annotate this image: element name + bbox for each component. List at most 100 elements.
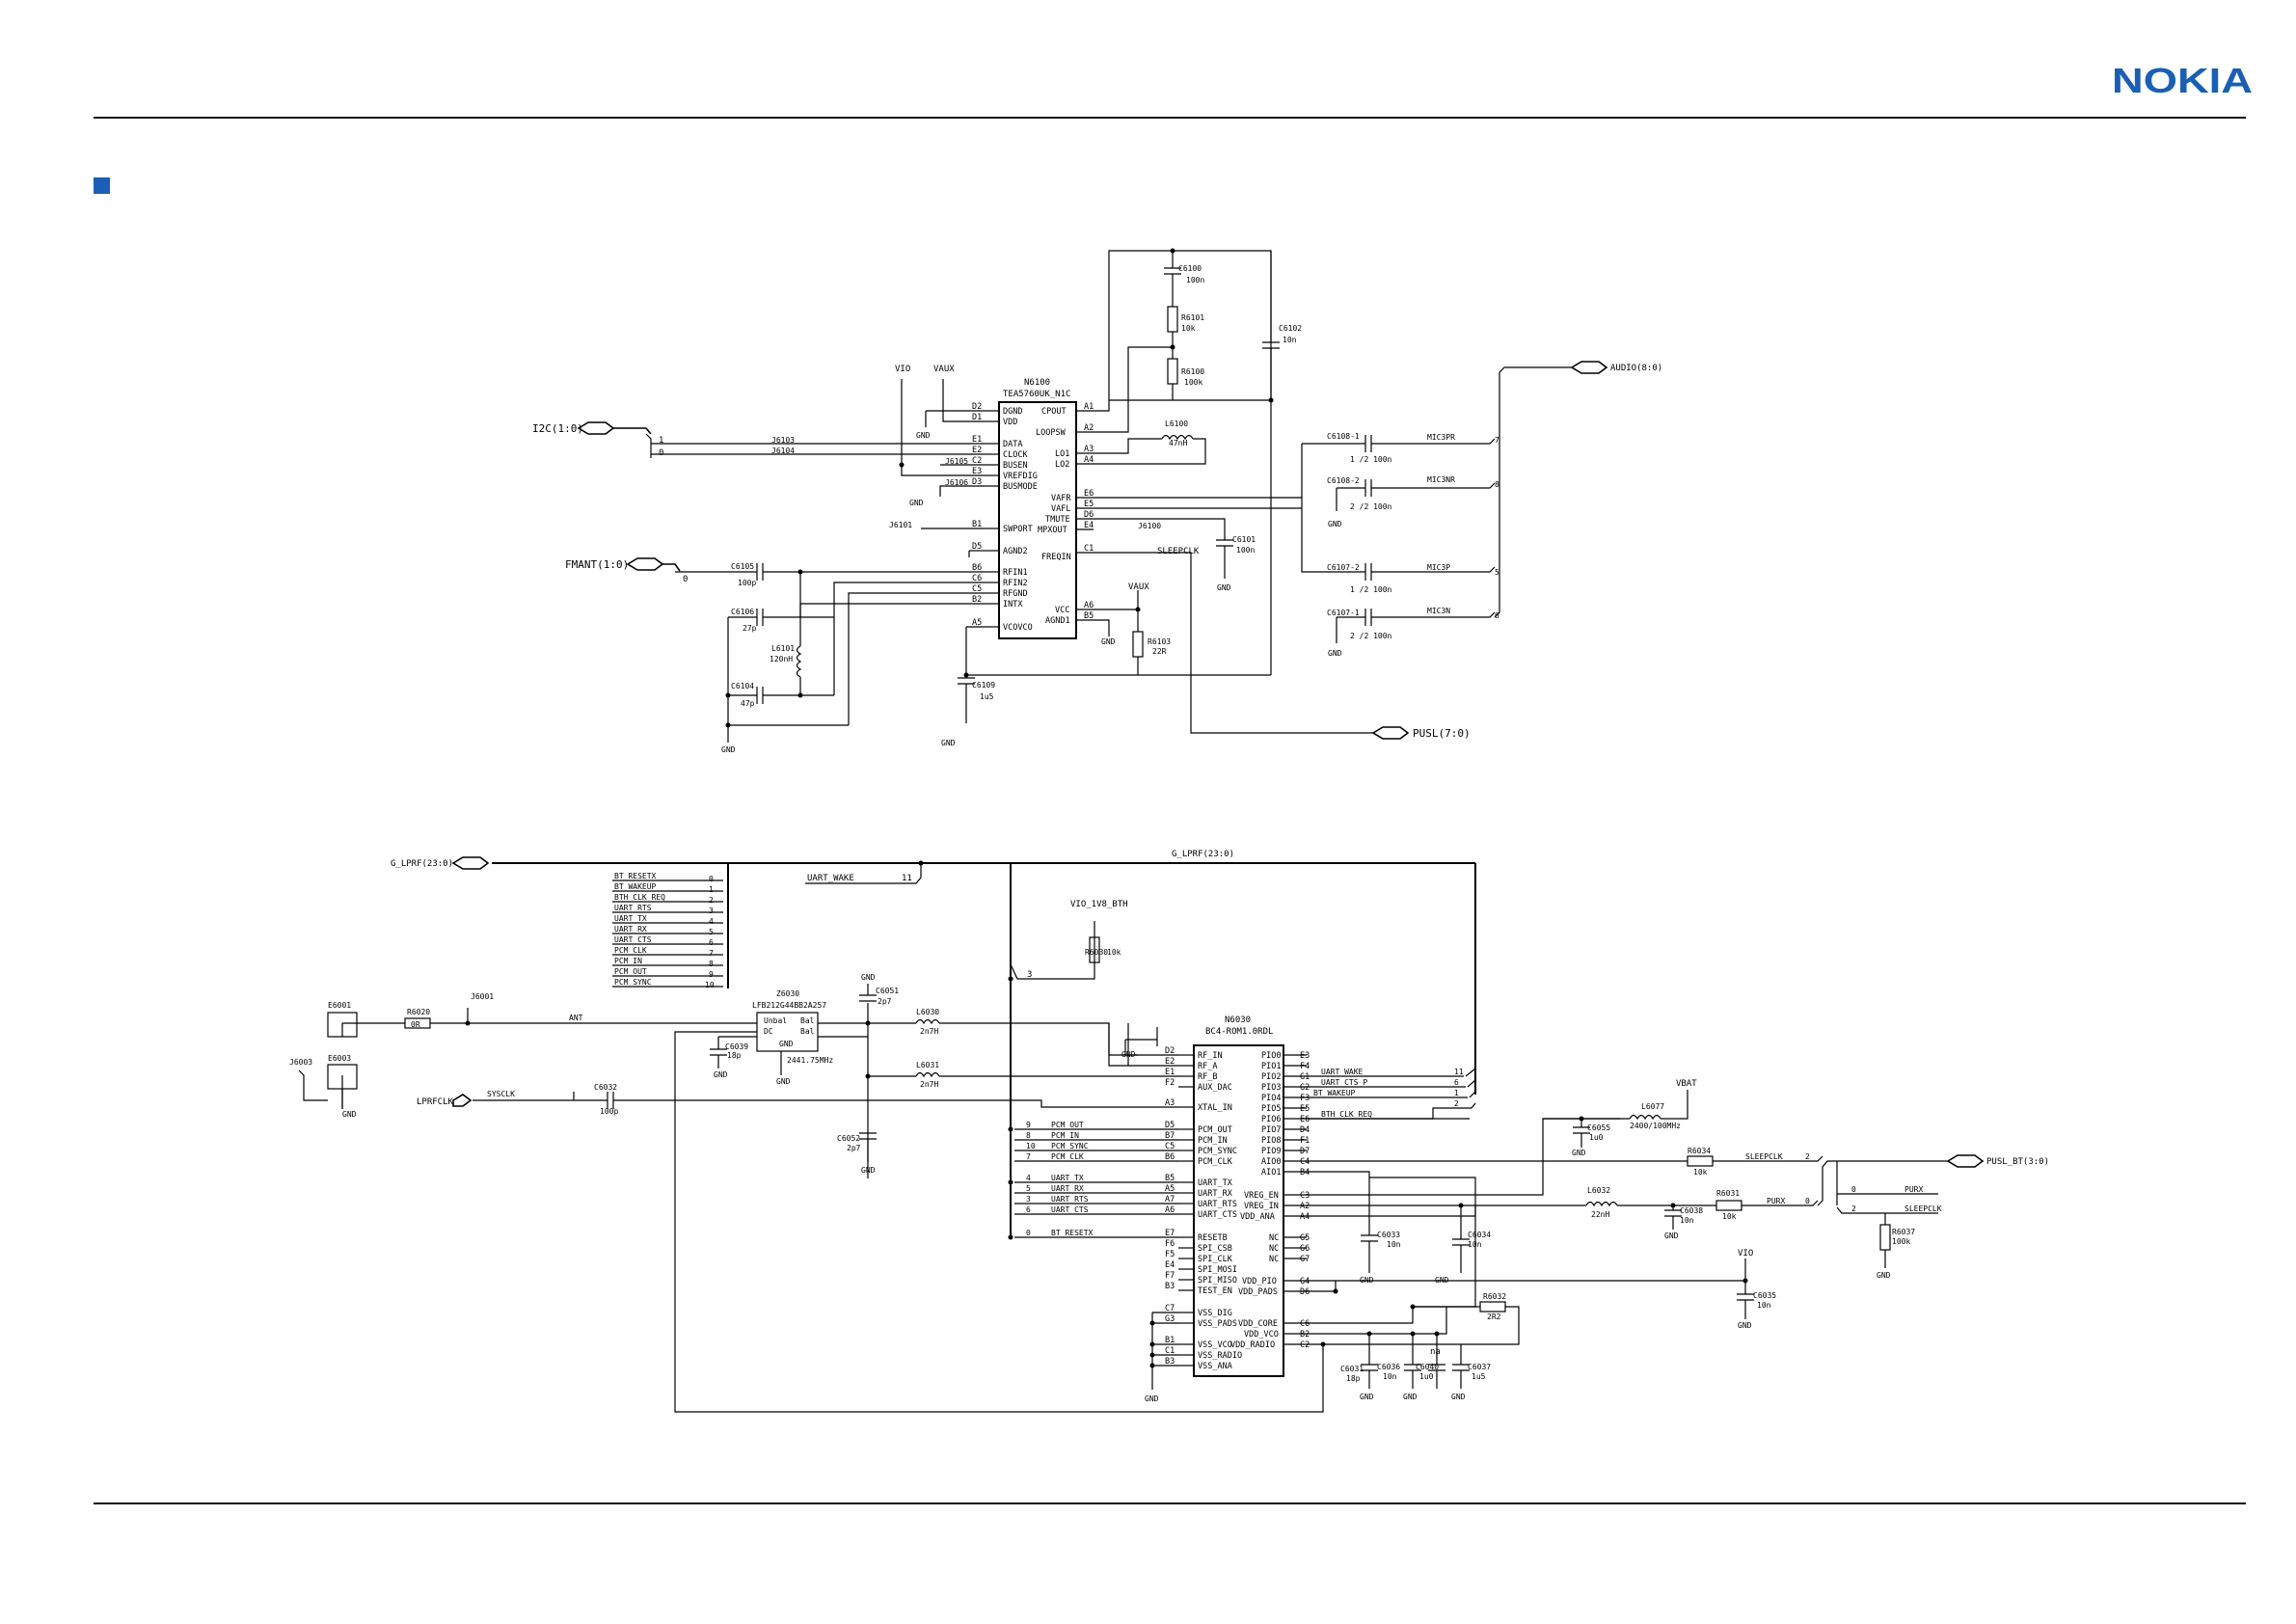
svg-text:PCM_IN: PCM_IN — [614, 957, 642, 965]
svg-text:C6: C6 — [972, 574, 982, 583]
svg-text:VSS_DIG: VSS_DIG — [1198, 1309, 1232, 1318]
svg-text:C6039: C6039 — [725, 1042, 748, 1051]
svg-text:UART_RX: UART_RX — [1198, 1189, 1233, 1199]
svg-text:A6: A6 — [1165, 1205, 1175, 1215]
svg-text:A2: A2 — [1084, 423, 1094, 433]
svg-text:C6032: C6032 — [594, 1083, 617, 1092]
svg-text:SPI_MOSI: SPI_MOSI — [1198, 1265, 1237, 1275]
svg-text:NC: NC — [1269, 1255, 1279, 1264]
svg-text:VDD_VCO: VDD_VCO — [1244, 1330, 1279, 1340]
svg-text:PIO0: PIO0 — [1261, 1051, 1281, 1061]
svg-text:VDD: VDD — [1003, 418, 1017, 427]
svg-text:NC: NC — [1269, 1233, 1279, 1243]
svg-text:D3: D3 — [972, 477, 982, 487]
svg-text:C1: C1 — [1084, 544, 1094, 554]
svg-text:L6031: L6031 — [916, 1061, 939, 1069]
svg-text:2: 2 — [1851, 1204, 1856, 1213]
svg-text:CLOCK: CLOCK — [1003, 450, 1028, 460]
svg-text:10n: 10n — [1468, 1240, 1482, 1249]
svg-text:GND: GND — [721, 745, 736, 754]
bt-left-nets — [298, 921, 1324, 1413]
svg-text:LO1: LO1 — [1055, 449, 1069, 459]
svg-text:MIC3N: MIC3N — [1427, 607, 1450, 615]
svg-text:1u5: 1u5 — [1472, 1372, 1486, 1381]
svg-text:PIO6: PIO6 — [1261, 1115, 1281, 1124]
svg-text:8: 8 — [709, 960, 714, 968]
svg-text:C6109: C6109 — [972, 681, 995, 690]
svg-text:VAFL: VAFL — [1051, 504, 1070, 514]
svg-text:E4: E4 — [1084, 521, 1094, 530]
bt-right-nets — [1307, 1068, 1948, 1389]
svg-text:PURX: PURX — [1767, 1197, 1785, 1205]
svg-text:D5: D5 — [972, 542, 982, 552]
svg-text:UART_RX: UART_RX — [614, 925, 647, 934]
footer-rule — [94, 1502, 2246, 1504]
svg-text:SYSCLK: SYSCLK — [487, 1090, 515, 1098]
svg-text:BTH_CLK_REQ: BTH_CLK_REQ — [1321, 1110, 1372, 1119]
n6030-left-pins — [1178, 1054, 1194, 1367]
svg-text:GND: GND — [714, 1070, 728, 1079]
svg-text:J6106: J6106 — [945, 478, 968, 487]
n6100-ref: N6100 — [1024, 378, 1050, 388]
svg-text:J6105: J6105 — [945, 457, 968, 466]
junction-dots — [465, 248, 1748, 1368]
svg-text:47p: 47p — [741, 699, 755, 708]
svg-text:B2: B2 — [1300, 1330, 1310, 1340]
glprf-port-label: G_LPRF(23:0) — [391, 859, 453, 869]
bt-filter-labels: Z6030 LFB212G44BB2A257 Unbal Bal DC Bal … — [752, 989, 833, 1065]
bt-gnd-labels: GND GND GND GND GND GND GND GND GND GND … — [342, 973, 1891, 1403]
svg-text:PIO1: PIO1 — [1261, 1062, 1281, 1071]
svg-text:2441.75MHz: 2441.75MHz — [787, 1056, 833, 1065]
svg-text:VSS_RADIO: VSS_RADIO — [1198, 1351, 1242, 1361]
svg-text:R6100: R6100 — [1181, 367, 1204, 376]
svg-text:A4: A4 — [1300, 1212, 1310, 1222]
svg-text:ANT: ANT — [569, 1014, 583, 1022]
svg-text:C6107-2: C6107-2 — [1327, 563, 1360, 572]
svg-text:7: 7 — [1026, 1152, 1031, 1161]
svg-text:UART_CTS: UART_CTS — [1198, 1210, 1237, 1220]
svg-text:2R2: 2R2 — [1487, 1313, 1501, 1321]
svg-text:A5: A5 — [972, 618, 982, 628]
svg-text:0R: 0R — [411, 1020, 420, 1029]
svg-text:C2: C2 — [1300, 1340, 1310, 1350]
svg-text:VSS_ANA: VSS_ANA — [1198, 1362, 1232, 1371]
svg-text:RFIN2: RFIN2 — [1003, 579, 1028, 588]
svg-text:E1: E1 — [972, 435, 982, 445]
svg-text:100k: 100k — [1892, 1237, 1910, 1246]
svg-text:AIO0: AIO0 — [1261, 1157, 1281, 1167]
svg-text:100k: 100k — [1184, 378, 1202, 387]
svg-text:F1: F1 — [1300, 1136, 1310, 1146]
svg-text:E6: E6 — [1300, 1115, 1310, 1124]
svg-text:BUSMODE: BUSMODE — [1003, 482, 1038, 492]
svg-text:8: 8 — [1495, 480, 1499, 489]
svg-text:C7: C7 — [1165, 1304, 1175, 1313]
svg-text:UART_RTS: UART_RTS — [1198, 1200, 1237, 1209]
svg-text:G7: G7 — [1300, 1255, 1310, 1264]
audio-port-label: AUDIO(8:0) — [1610, 364, 1662, 373]
svg-text:PCM_CLK: PCM_CLK — [1198, 1157, 1233, 1167]
svg-text:VAFR: VAFR — [1051, 494, 1071, 503]
svg-text:AGND2: AGND2 — [1003, 547, 1028, 556]
svg-text:R6101: R6101 — [1181, 313, 1204, 322]
n6030-ic-body — [1193, 1044, 1284, 1377]
port-flags — [451, 361, 1985, 1168]
svg-text:8: 8 — [1026, 1131, 1031, 1140]
svg-text:C5: C5 — [972, 584, 982, 594]
svg-text:C4: C4 — [1300, 1157, 1310, 1167]
svg-text:PCM_SYNC: PCM_SYNC — [614, 978, 652, 987]
svg-text:100n: 100n — [1186, 276, 1204, 284]
svg-text:5: 5 — [709, 928, 714, 936]
svg-text:1u0: 1u0 — [1419, 1372, 1434, 1381]
svg-text:0: 0 — [1851, 1185, 1856, 1194]
svg-text:GND: GND — [1101, 637, 1116, 646]
svg-text:C6040: C6040 — [1416, 1363, 1439, 1371]
svg-text:D7: D7 — [1300, 1147, 1310, 1156]
svg-text:C6034: C6034 — [1468, 1231, 1491, 1239]
svg-text:B6: B6 — [972, 563, 982, 573]
svg-text:10n: 10n — [1283, 336, 1297, 344]
svg-text:2: 2 — [709, 896, 714, 905]
fm-gnd-labels: GND GND GND GND GND GND GND GND — [721, 431, 1342, 754]
